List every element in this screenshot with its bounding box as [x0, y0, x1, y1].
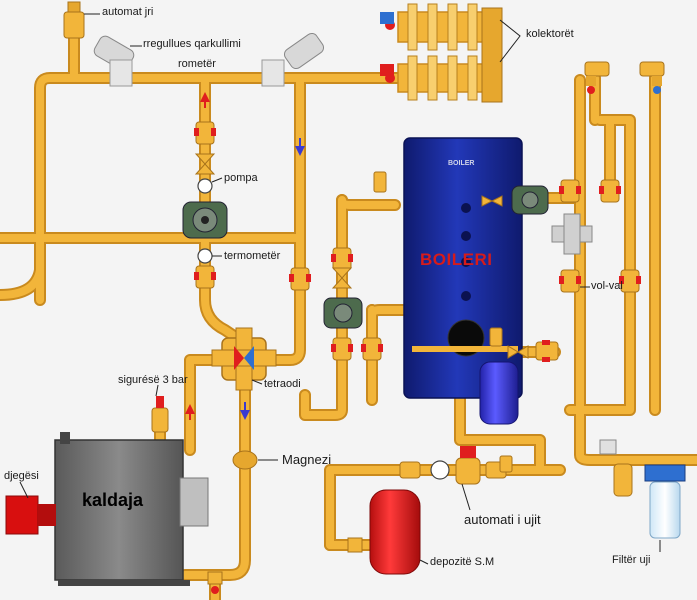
label-tetraodi: tetraodi — [264, 378, 301, 390]
flow-regulator-right — [261, 32, 325, 87]
water-filter — [599, 439, 686, 539]
check-valves — [194, 153, 529, 359]
label-automati-ujit: automati i ujit — [464, 512, 541, 527]
label-automat-jri: automat jri — [102, 6, 154, 18]
pipe-network — [0, 26, 697, 600]
valve-set — [194, 121, 641, 479]
pump-boiler — [323, 297, 363, 329]
label-boileri: BOILERI — [420, 250, 493, 269]
pump-hot-water — [511, 185, 549, 215]
faucet-left — [584, 61, 610, 94]
depozite-valve — [347, 537, 363, 553]
boiler-air-vents — [373, 171, 513, 473]
label-depozite: depozitë S.M — [430, 556, 495, 568]
safety-valve — [151, 396, 169, 433]
drain-valve — [207, 571, 223, 594]
label-boiler-tag: BOILER — [448, 160, 475, 167]
label-siguresa: sigurésë 3 bar — [118, 374, 188, 386]
label-pompa: pompa — [224, 172, 258, 184]
water-automat — [455, 446, 481, 485]
label-kolektoret: kolektorët — [526, 28, 574, 40]
blue-expansion-tank — [479, 361, 519, 425]
vol-val-valve — [551, 213, 593, 255]
label-kaldaja: kaldaja — [82, 490, 144, 510]
red-expansion-tank — [369, 489, 421, 575]
label-vol-val: vol-val — [591, 280, 623, 292]
flow-regulator-left — [93, 35, 135, 87]
label-djegesi: djegësi — [4, 470, 39, 482]
label-magnezi: Magnezi — [282, 452, 332, 467]
label-rregullues: rregullues qarkullimi — [143, 38, 241, 50]
air-vent-valve — [63, 1, 85, 39]
tetraodi-mixing-valve — [211, 327, 277, 391]
gauges — [197, 178, 450, 480]
kaldaja-furnace — [54, 432, 209, 586]
magnesium-filter — [232, 450, 258, 470]
label-rometer: rometër — [178, 58, 216, 70]
label-termometer: termometër — [224, 250, 281, 262]
pump-main — [182, 201, 228, 239]
label-filter: Filtër uji — [612, 554, 651, 566]
collector-manifold — [380, 3, 503, 103]
faucet-right — [639, 61, 665, 94]
flow-arrows — [185, 92, 305, 420]
burner — [5, 495, 56, 535]
leader-lines — [19, 13, 661, 565]
